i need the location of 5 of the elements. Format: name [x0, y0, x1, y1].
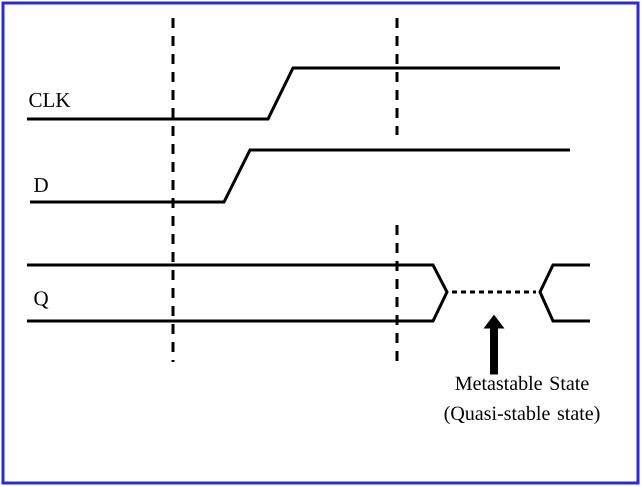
signal-label: CLK [29, 92, 70, 108]
signal-label: Q [34, 291, 48, 309]
signal-label: D [34, 178, 48, 192]
dotted-line [452, 290, 536, 294]
annotation-text: Metastable State (Quasi-stable state) [444, 376, 600, 424]
